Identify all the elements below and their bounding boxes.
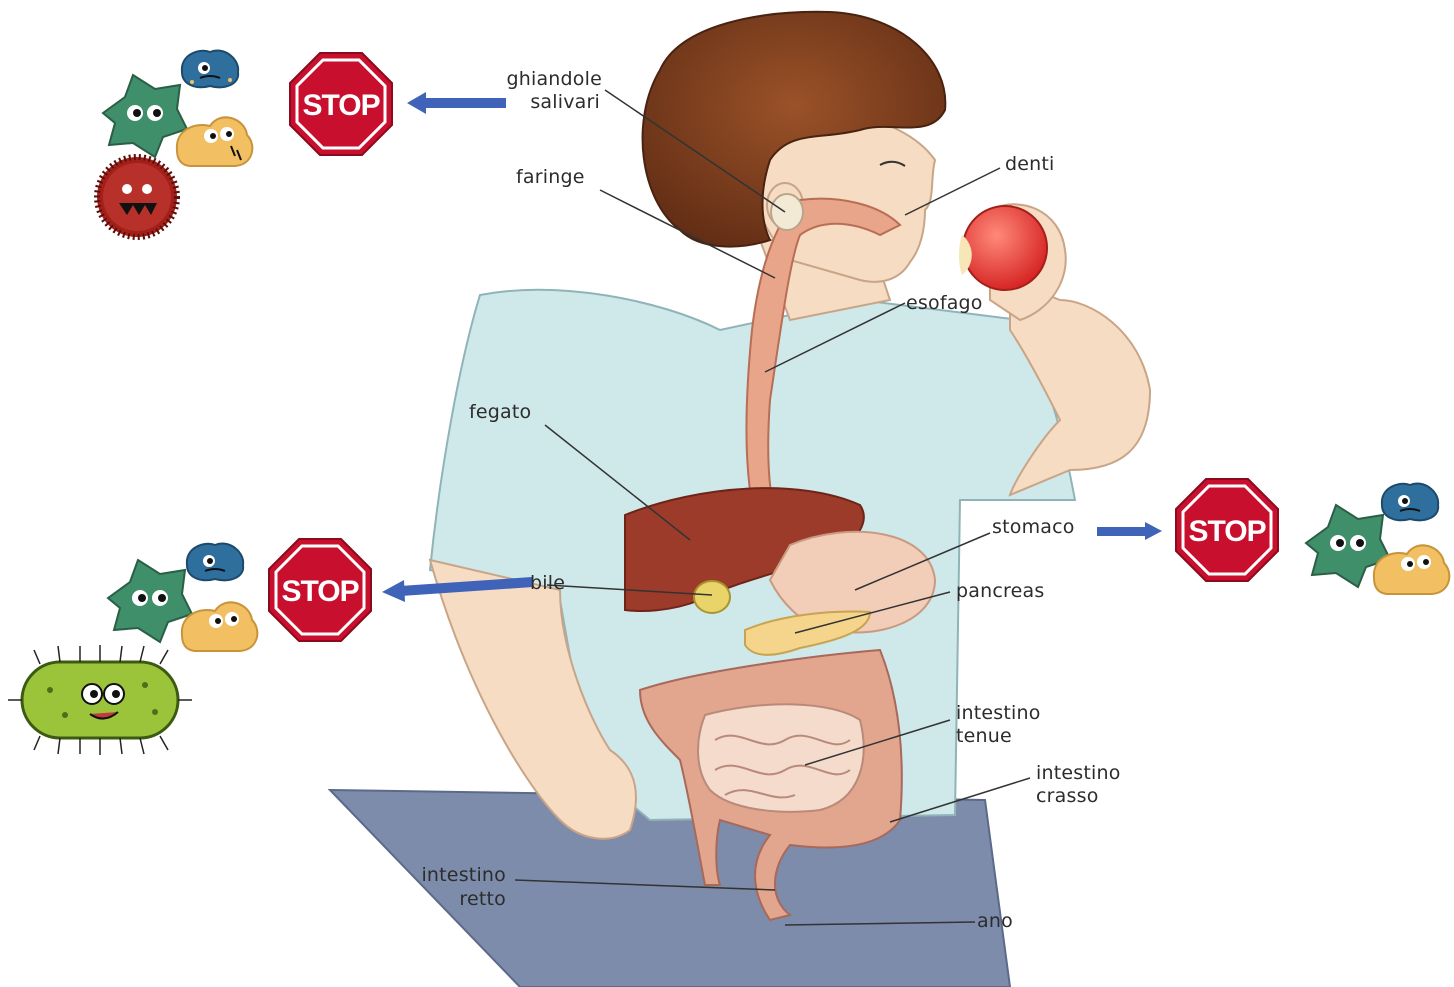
label-stomach: stomaco: [992, 516, 1075, 539]
label-teeth: denti: [1005, 153, 1055, 176]
bacillus-icon: [8, 645, 192, 755]
stop-sign-icon: STOP: [269, 539, 371, 641]
arrow-right-icon: [1097, 522, 1162, 540]
label-anus: ano: [977, 910, 1013, 933]
label-salivary-glands-2: salivari: [470, 91, 600, 114]
stop-sign-label: STOP: [1188, 515, 1265, 548]
gallbladder-organ: [694, 581, 730, 613]
label-rectum-2: retto: [400, 888, 506, 911]
label-esophagus: esofago: [906, 292, 983, 315]
label-salivary-glands-1: ghiandole: [470, 68, 602, 91]
label-pancreas: pancreas: [956, 580, 1044, 603]
stop-sign-icon: STOP: [1176, 479, 1278, 581]
salivary-gland-organ: [771, 194, 803, 230]
germ-icon: [182, 602, 257, 651]
label-large-intestine-2: crasso: [1036, 785, 1099, 808]
label-pharynx: faringe: [516, 166, 585, 189]
germ-icon: [108, 560, 192, 642]
label-bile: bile: [530, 572, 565, 595]
germ-icon: [1382, 484, 1438, 521]
germ-icon: [177, 117, 252, 166]
germ-icon: [182, 51, 238, 88]
stop-sign-icon: STOP: [290, 53, 392, 155]
germ-icon: [103, 75, 187, 157]
apple-icon: [959, 206, 1047, 290]
stop-sign-label: STOP: [302, 89, 379, 122]
label-large-intestine-1: intestino: [1036, 762, 1121, 785]
label-rectum-1: intestino: [400, 864, 506, 887]
label-small-intestine-1: intestino: [956, 702, 1041, 725]
stop-sign-label: STOP: [281, 575, 358, 608]
small-intestine-organ: [698, 704, 864, 811]
label-liver: fegato: [469, 401, 531, 424]
germ-icon: [187, 544, 243, 581]
label-small-intestine-2: tenue: [956, 725, 1012, 748]
germ-icon: [97, 157, 177, 237]
